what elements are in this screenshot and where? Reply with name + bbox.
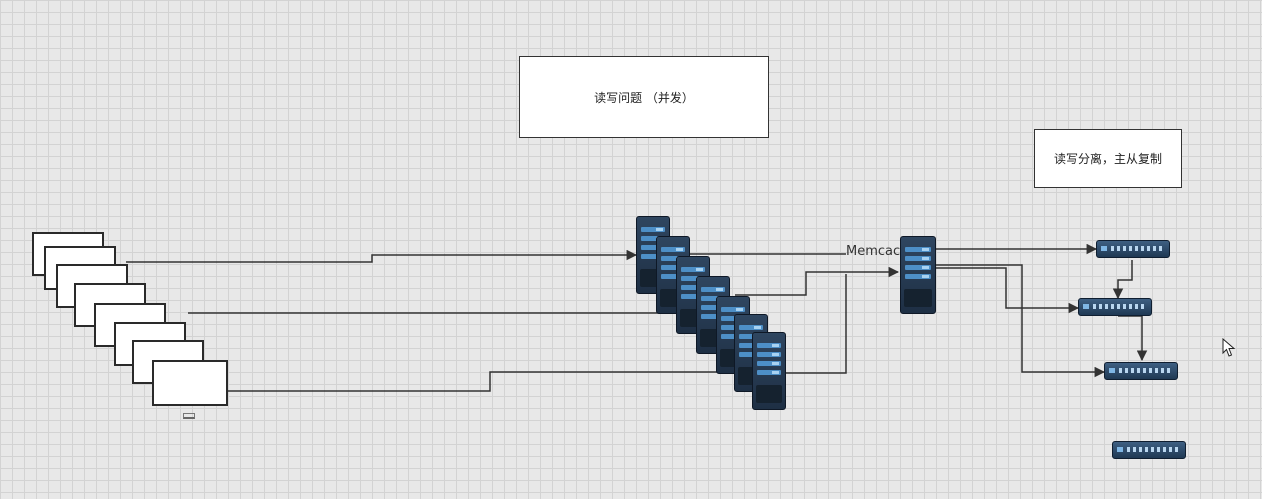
web-server-icon [752, 332, 786, 410]
db-slave-switch-icon [1078, 298, 1152, 316]
db-master-switch-icon [1096, 240, 1170, 258]
cursor-icon [1222, 338, 1236, 357]
link-memcache-to-switch-2 [936, 267, 1080, 314]
link-clients-to-webservers-bottom [228, 366, 754, 392]
link-memcache-to-switch-3 [936, 264, 1106, 378]
memcache-label: Memcac [846, 244, 900, 259]
note-rw-separation-text: 读写分离，主从复制 [1053, 152, 1162, 166]
link-switch1-to-switch2 [1112, 260, 1133, 300]
link-clients-to-webservers-top [126, 249, 638, 263]
db-slave-switch-icon [1104, 362, 1178, 380]
note-rw-separation: 读写分离，主从复制 [1034, 129, 1182, 188]
db-spare-switch-icon [1112, 441, 1186, 459]
client-monitor-icon [152, 360, 228, 406]
note-read-write-issue-text: 读写问题 （并发） [594, 90, 694, 105]
link-webserver-to-memcache-b [735, 266, 900, 296]
memcache-server-icon [900, 236, 936, 314]
monitor-stand-icon [183, 413, 195, 419]
link-webserver-to-memcache-c [786, 274, 847, 374]
link-switch2-to-switch3 [1118, 315, 1148, 362]
note-read-write-issue: 读写问题 （并发） [519, 56, 769, 138]
